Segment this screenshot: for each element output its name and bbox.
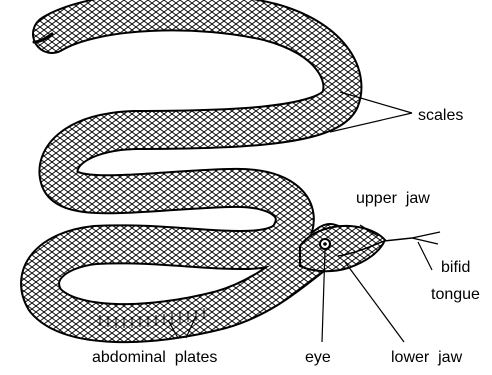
label-abdominal-plates: abdominal plates [92, 349, 217, 366]
label-tongue: tongue [431, 286, 480, 303]
label-lower-jaw: lower jaw [391, 349, 463, 366]
snake-body [34, 11, 342, 328]
bifid-tongue [384, 232, 440, 244]
eye-pupil [323, 242, 327, 246]
label-eye: eye [305, 349, 331, 366]
label-upper-jaw: upper jaw [356, 190, 430, 207]
snake-body-scales [40, 11, 342, 323]
label-scales: scales [418, 107, 463, 124]
label-bifid: bifid [441, 259, 470, 276]
leader-bifid-tongue [418, 242, 432, 270]
leader-lower-jaw [345, 262, 404, 342]
